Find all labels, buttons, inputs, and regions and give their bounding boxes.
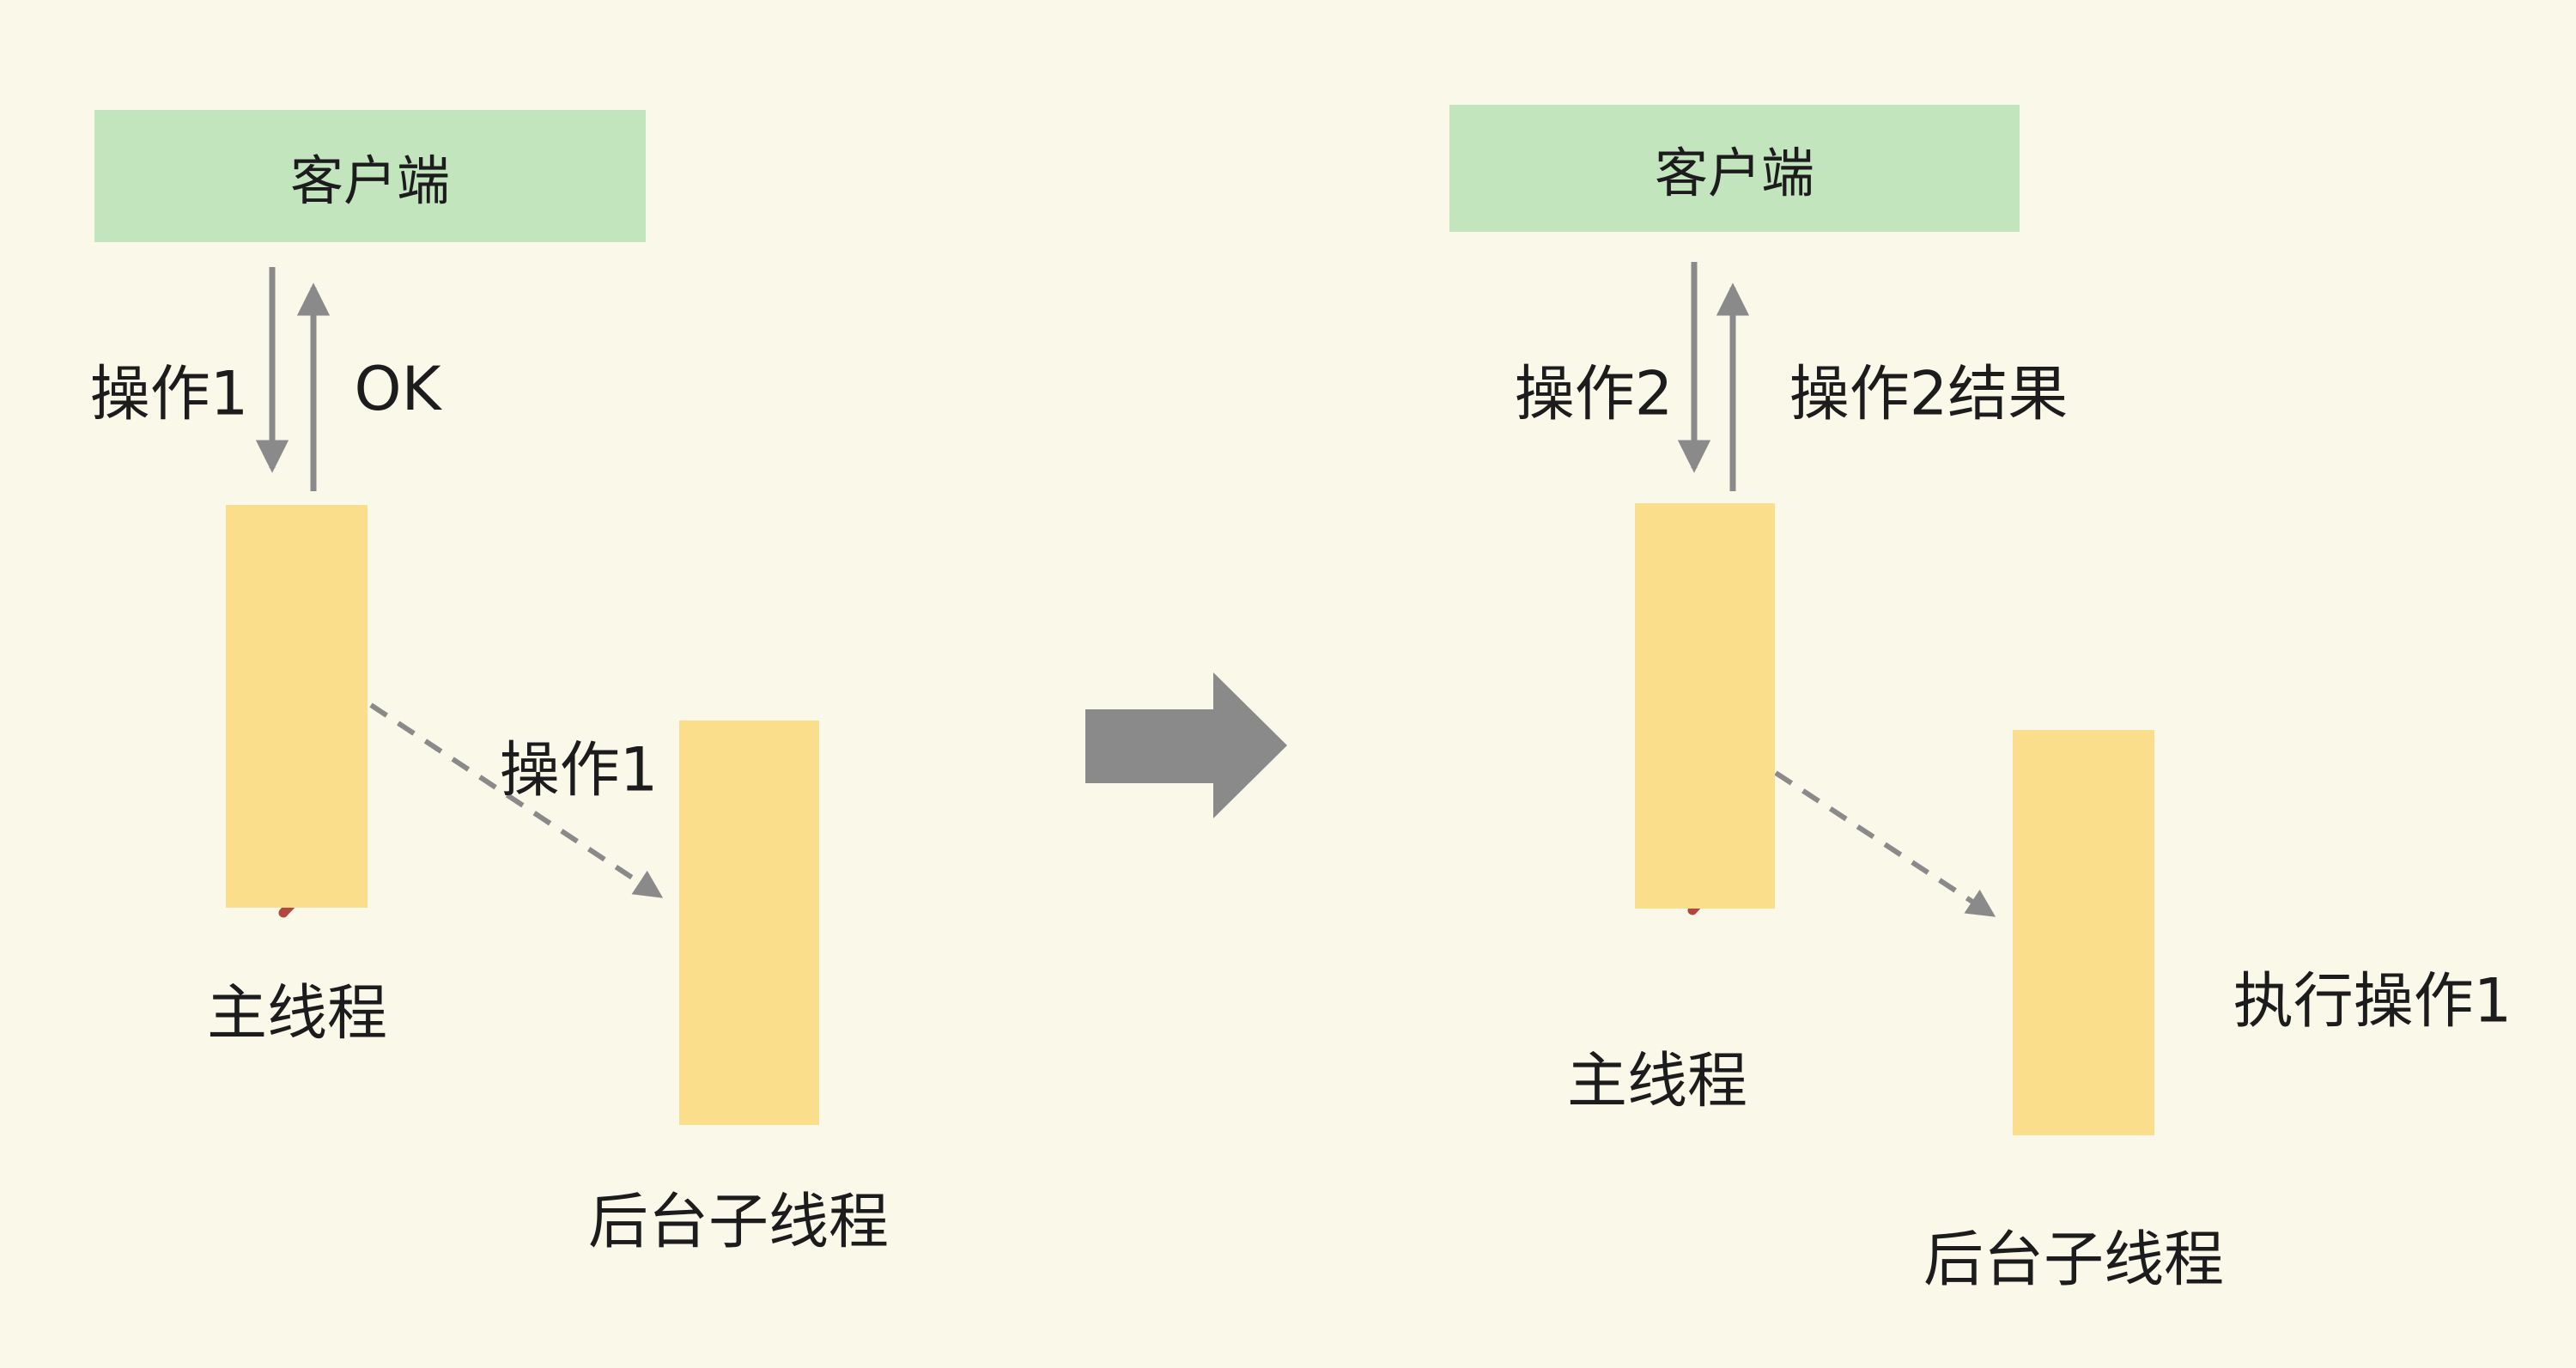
transition-arrow-icon: [1085, 672, 1287, 818]
client-label-right: 客户端: [1654, 142, 1814, 204]
main-thread-box-right: [1635, 503, 1775, 909]
client-label-left: 客户端: [289, 149, 450, 212]
dispatch-label-left: 操作1: [499, 734, 659, 806]
request-label-right: 操作2: [1514, 358, 1674, 429]
dispatch-dashed-arrow-left: [369, 702, 664, 898]
background-thread-label-left: 后台子线程: [588, 1186, 889, 1257]
request-label-left: 操作1: [89, 358, 249, 429]
background-thread-box-right: [2013, 730, 2154, 1135]
client-box-right: 客户端: [1449, 105, 2020, 232]
execute-label-right: 执行操作1: [2233, 965, 2512, 1037]
dispatch-dashed-arrow-right: [1774, 770, 1996, 917]
main-thread-box-left: [226, 505, 368, 908]
main-thread-label-left: 主线程: [207, 977, 387, 1049]
background-thread-box-left: [679, 720, 819, 1125]
main-thread-label-right: 主线程: [1567, 1045, 1747, 1116]
response-label-left: OK: [354, 354, 441, 424]
client-box-left: 客户端: [94, 110, 646, 242]
background-thread-label-right: 后台子线程: [1923, 1224, 2224, 1295]
response-label-right: 操作2结果: [1789, 358, 2069, 429]
